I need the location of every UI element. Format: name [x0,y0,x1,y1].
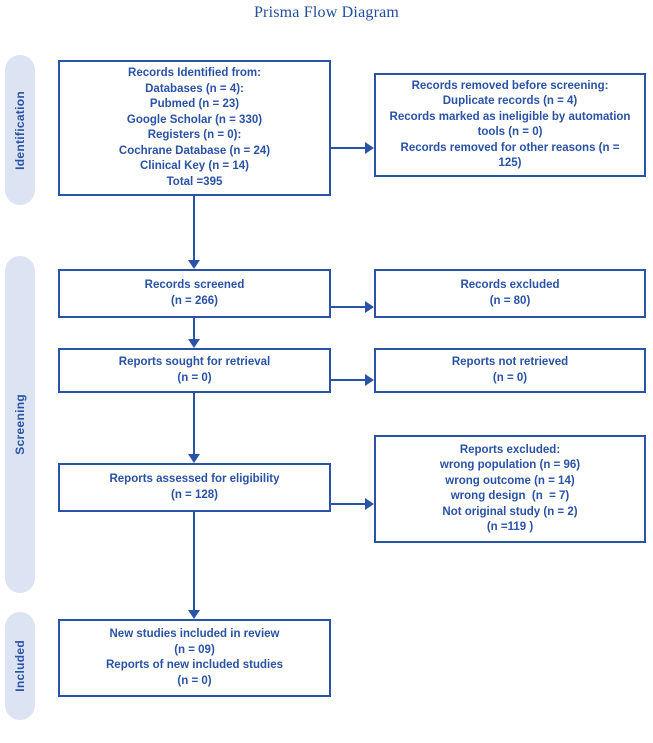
box-line: Records Identified from: [128,67,261,79]
box-line: Records marked as ineligible by automati… [389,110,631,123]
connector-horizontal-reports-not-retrieved [331,379,365,381]
arrowhead-down-assessed [188,454,200,463]
box-line: Registers (n = 0): [147,129,242,141]
box-records-removed: Records removed before screening: Duplic… [374,73,646,177]
box-line: Records removed for other reasons (n = [400,141,620,154]
box-reports-assessed-for-eligibility: Reports assessed for eligibility (n = 12… [58,463,331,512]
box-line: Reports not retrieved [451,356,569,368]
connector-vertical-screened-to-sought [193,318,195,339]
box-reports-excluded: Reports excluded: wrong population (n = … [374,435,646,543]
box-line: Cochrane Database (n = 24) [118,144,271,157]
box-line: Databases (n = 4): [145,82,244,95]
connector-vertical-assessed-to-included [193,512,195,610]
arrowhead-right-reports-excluded [365,498,374,510]
box-line: (n = 0) [177,371,212,384]
box-line: (n =119 ) [486,521,534,533]
arrowhead-right-records-removed [365,142,374,154]
box-line: Reports assessed for eligibility [109,473,280,485]
box-reports-sought-for-retrieval: Reports sought for retrieval (n = 0) [58,348,331,393]
stage-label-screening-text: Screening [13,394,27,455]
box-line: Google Scholar (n = 330) [126,113,263,126]
box-reports-not-retrieved: Reports not retrieved (n = 0) [374,348,646,393]
connector-horizontal-records-removed [331,147,365,149]
arrowhead-right-records-excluded [365,301,374,313]
box-line: (n = 09) [174,643,215,656]
arrowhead-down-included [188,610,200,619]
box-line: Records screened [144,279,245,291]
box-line: (n = 80) [489,294,531,307]
box-line: (n = 0) [492,371,528,384]
box-line: wrong population (n = 96) [439,459,581,471]
box-new-studies-included: New studies included in review (n = 09) … [58,619,331,697]
page-title: Prisma Flow Diagram [253,4,400,21]
stage-label-included-text: Included [13,640,27,692]
stage-label-identification-text: Identification [13,90,27,170]
box-line: Pubmed (n = 23) [149,98,240,110]
box-line: 125) [498,157,522,169]
connector-vertical-identified-to-screened [193,196,195,260]
box-line: Records removed before screening: [411,79,609,92]
stage-label-identification: Identification [5,55,35,205]
box-line: Reports excluded: [459,443,561,456]
box-line: (n = 0) [177,674,212,687]
arrowhead-down-sought [188,339,200,348]
box-line: wrong outcome (n = 14) [445,474,575,487]
connector-vertical-sought-to-assessed [193,393,195,454]
box-line: Not original study (n = 2) [442,505,578,518]
connector-horizontal-reports-excluded [331,503,365,505]
arrowhead-right-reports-not-retrieved [365,374,374,386]
box-line: New studies included in review [109,628,280,640]
box-line: Reports of new included studies [106,659,283,671]
box-line: tools (n = 0) [477,126,543,138]
box-line: Records excluded [460,279,560,291]
stage-label-included: Included [5,612,35,720]
box-line: (n = 266) [171,294,218,307]
box-line: Total =395 [166,175,223,188]
box-records-screened: Records screened (n = 266) [58,269,331,318]
box-records-excluded: Records excluded (n = 80) [374,269,646,318]
box-line: wrong design (n = 7) [450,490,570,502]
box-line: Clinical Key (n = 14) [140,160,249,172]
box-records-identified: Records Identified from: Databases (n = … [58,60,331,196]
stage-label-screening: Screening [5,256,35,593]
box-line: Reports sought for retrieval [118,356,271,368]
connector-horizontal-records-excluded [331,306,365,308]
box-line: Duplicate records (n = 4) [442,95,578,107]
box-line: (n = 128) [171,488,218,501]
arrowhead-down-screened [188,260,200,269]
